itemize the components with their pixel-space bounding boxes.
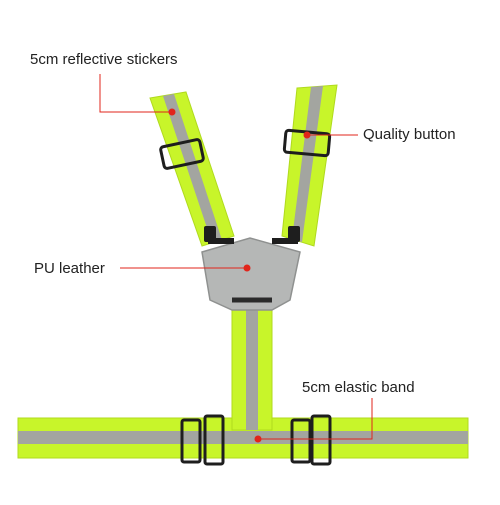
label-elastic-band: 5cm elastic band (302, 379, 415, 396)
label-reflective-stickers: 5cm reflective stickers (30, 51, 178, 68)
buckle-waist-right (290, 414, 332, 466)
left-shoulder-strap (149, 91, 235, 247)
back-vertical-strap (231, 299, 273, 431)
label-quality-button: Quality button (363, 126, 456, 143)
callout-button (303, 131, 358, 139)
callout-pu-leather (120, 264, 251, 272)
buckle-left-upper (159, 138, 205, 170)
callout-stickers (99, 74, 176, 116)
buckle-waist-left (180, 414, 225, 466)
pu-leather-panel (201, 237, 301, 311)
callout-elastic-band (254, 398, 373, 443)
label-pu-leather: PU leather (34, 260, 105, 277)
right-shoulder-strap (281, 84, 338, 247)
buckle-right-lower (272, 226, 300, 244)
buckle-left-lower (204, 226, 234, 244)
